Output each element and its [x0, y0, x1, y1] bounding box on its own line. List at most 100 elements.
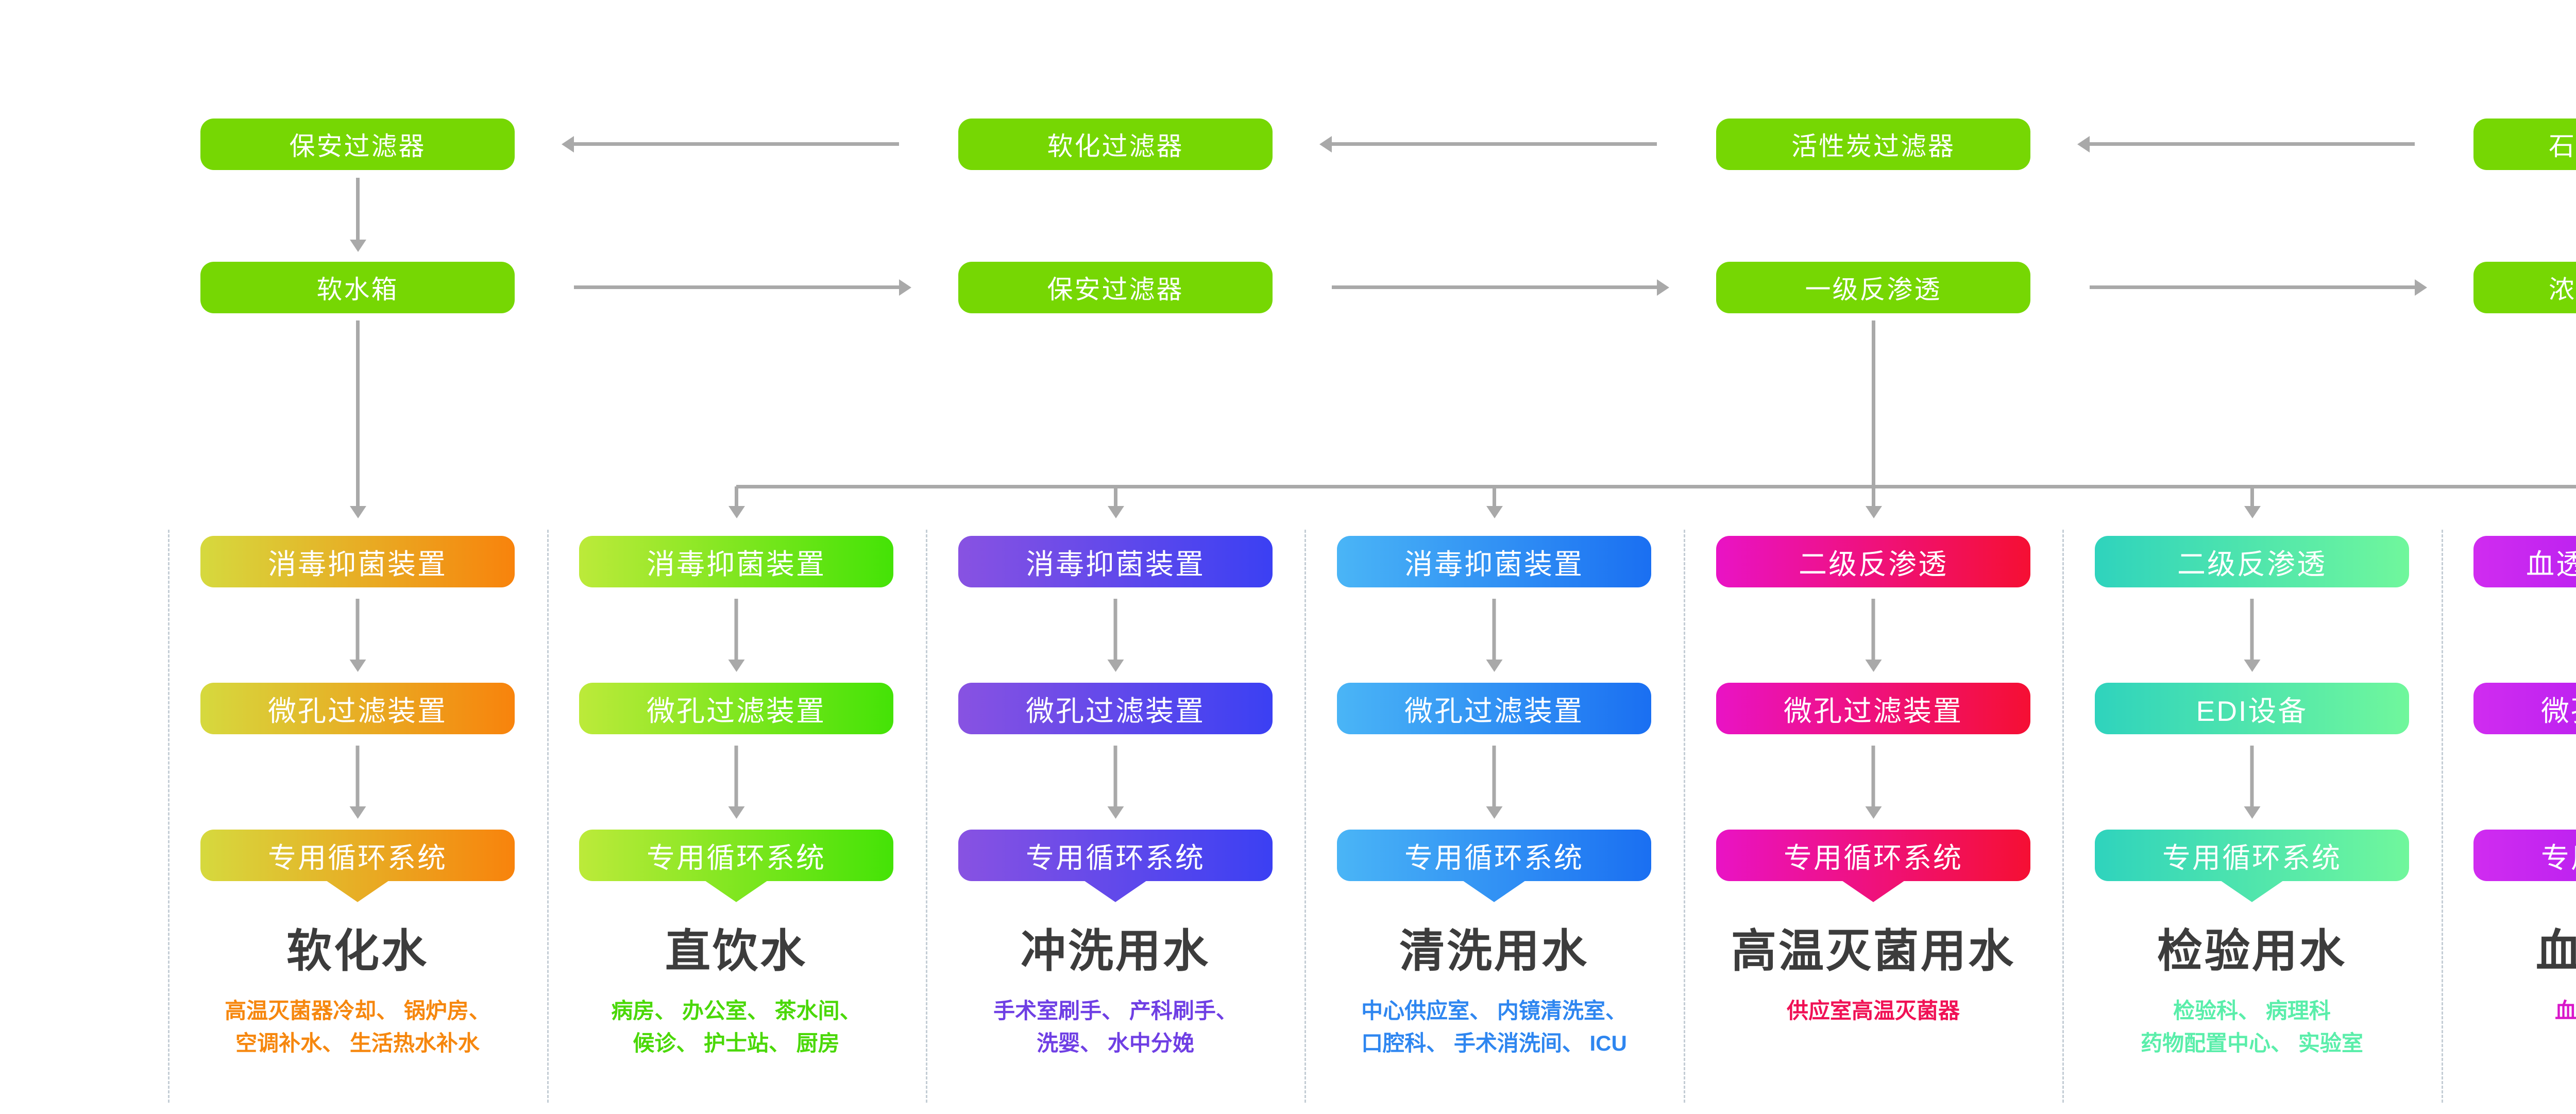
column-title: 血透用水 — [2535, 925, 2576, 976]
node-label: EDI设备 — [2196, 695, 2308, 727]
down-arrow — [2250, 746, 2254, 806]
flow-node-callout: 专用循环系统 — [200, 830, 515, 881]
node-label: 消毒抑菌装置 — [1404, 548, 1584, 580]
node-security-filter-2: 保安过滤器 — [958, 262, 1273, 313]
down-arrow — [355, 599, 360, 660]
column-description: 血透中心、 ICU — [2554, 999, 2576, 1023]
left-arrow — [2090, 142, 2415, 146]
column-description: 病房、 办公室、 茶水间、 候诊、 护士站、 厨房 — [611, 999, 861, 1055]
down-arrow — [1492, 746, 1496, 806]
flow-node: 血透水处理系统 — [2473, 536, 2576, 587]
column-separator — [168, 530, 170, 1103]
flow-node-callout: 专用循环系统 — [1337, 830, 1651, 881]
node-activated-carbon-filter: 活性炭过滤器 — [1716, 119, 2030, 170]
branch-line — [736, 485, 2576, 488]
left-arrow — [574, 142, 899, 146]
column-title: 清洗用水 — [1399, 925, 1589, 976]
node-label: 微孔过滤装置 — [1783, 695, 1963, 727]
node-label: 微孔过滤装置 — [1404, 695, 1584, 727]
column-separator — [547, 530, 549, 1103]
node-label: 血透水处理系统 — [2526, 548, 2576, 580]
column-title: 直饮水 — [665, 925, 807, 976]
column-separator — [2442, 530, 2443, 1103]
column-description: 中心供应室、 内镜清洗室、 口腔科、 手术消洗间、 ICU — [1361, 999, 1627, 1055]
node-label: 专用循环系统 — [1404, 842, 1584, 874]
node-concentrate-recovery: 浓水回收装置 — [2473, 262, 2576, 313]
down-arrow — [355, 746, 360, 806]
flow-node: 二级反渗透 — [2095, 536, 2409, 587]
flow-node: 微孔过滤装置 — [958, 683, 1273, 734]
node-label: 保安过滤器 — [289, 132, 426, 161]
flow-node-callout: 专用循环系统 — [2095, 830, 2409, 881]
flow-node-callout: 专用循环系统 — [2473, 830, 2576, 881]
column-separator — [1304, 530, 1306, 1103]
node-label: 消毒抑菌装置 — [267, 548, 447, 580]
column-separator — [1684, 530, 1685, 1103]
branch-drop-arrow — [1493, 486, 1496, 506]
flow-node: 消毒抑菌装置 — [579, 536, 893, 587]
flow-node: 微孔过滤装置 — [2473, 683, 2576, 734]
node-first-stage-ro: 一级反渗透 — [1716, 262, 2030, 313]
column-separator — [926, 530, 927, 1103]
node-label: 微孔过滤装置 — [2540, 695, 2576, 727]
node-label: 专用循环系统 — [646, 842, 826, 874]
flow-node: 微孔过滤装置 — [579, 683, 893, 734]
flow-node-callout: 专用循环系统 — [958, 830, 1273, 881]
node-label: 专用循环系统 — [267, 842, 447, 874]
flow-node: 微孔过滤装置 — [1337, 683, 1651, 734]
column-description: 检验科、 病理科 药物配置中心、 实验室 — [2141, 999, 2363, 1055]
node-security-filter: 保安过滤器 — [200, 119, 515, 170]
flow-node: 消毒抑菌装置 — [200, 536, 515, 587]
down-arrow — [1113, 599, 1117, 660]
node-label: 微孔过滤装置 — [646, 695, 826, 727]
node-label: 软水箱 — [316, 275, 399, 304]
left-arrow — [1332, 142, 1657, 146]
column-description: 手术室刷手、 产科刷手、 洗婴、 水中分娩 — [993, 999, 1238, 1055]
column-separator — [2062, 530, 2064, 1103]
node-quartz-sand-filter: 石英砂过滤器 — [2473, 119, 2576, 170]
node-label: 软化过滤器 — [1047, 132, 1184, 161]
down-arrow — [1492, 599, 1496, 660]
node-label: 活性炭过滤器 — [1791, 132, 1955, 161]
node-label: 专用循环系统 — [1783, 842, 1963, 874]
flow-node: 消毒抑菌装置 — [958, 536, 1273, 587]
down-arrow — [1113, 746, 1117, 806]
column-title: 高温灭菌用水 — [1731, 925, 2015, 976]
flow-node: 二级反渗透 — [1716, 536, 2030, 587]
node-label: 二级反渗透 — [2177, 548, 2327, 580]
node-label: 一级反渗透 — [1805, 275, 1942, 304]
column-title: 冲洗用水 — [1020, 925, 1210, 976]
branch-drop-arrow — [735, 486, 738, 506]
down-arrow — [2250, 599, 2254, 660]
node-label: 专用循环系统 — [1025, 842, 1205, 874]
right-arrow — [2090, 285, 2415, 289]
column-title: 检验用水 — [2157, 925, 2347, 976]
node-label: 保安过滤器 — [1047, 275, 1184, 304]
branch-drop-arrow — [2250, 486, 2254, 506]
node-label: 石英砂过滤器 — [2549, 132, 2576, 161]
flow-node: 消毒抑菌装置 — [1337, 536, 1651, 587]
node-label: 专用循环系统 — [2540, 842, 2576, 874]
node-label: 消毒抑菌装置 — [646, 548, 826, 580]
node-label: 二级反渗透 — [1798, 548, 1948, 580]
right-arrow — [1332, 285, 1657, 289]
right-arrow — [574, 285, 899, 289]
column-title: 软化水 — [286, 925, 429, 976]
node-label: 专用循环系统 — [2162, 842, 2342, 874]
feed-arrow-col5 — [1872, 320, 1875, 506]
branch-drop-arrow — [1114, 486, 1117, 506]
flow-node: 微孔过滤装置 — [1716, 683, 2030, 734]
flow-node-callout: 专用循环系统 — [1716, 830, 2030, 881]
flow-node-callout: 专用循环系统 — [579, 830, 893, 881]
flow-node: 微孔过滤装置 — [200, 683, 515, 734]
down-arrow — [734, 599, 738, 660]
flow-node: EDI设备 — [2095, 683, 2409, 734]
feed-arrow-col1 — [356, 320, 360, 506]
column-description: 高温灭菌器冷却、 锅炉房、 空调补水、 生活热水补水 — [225, 999, 490, 1055]
down-arrow — [1871, 746, 1875, 806]
down-arrow — [734, 746, 738, 806]
node-label: 浓水回收装置 — [2549, 275, 2576, 304]
down-arrow — [1871, 599, 1875, 660]
column-description: 供应室高温灭菌器 — [1786, 999, 1960, 1023]
